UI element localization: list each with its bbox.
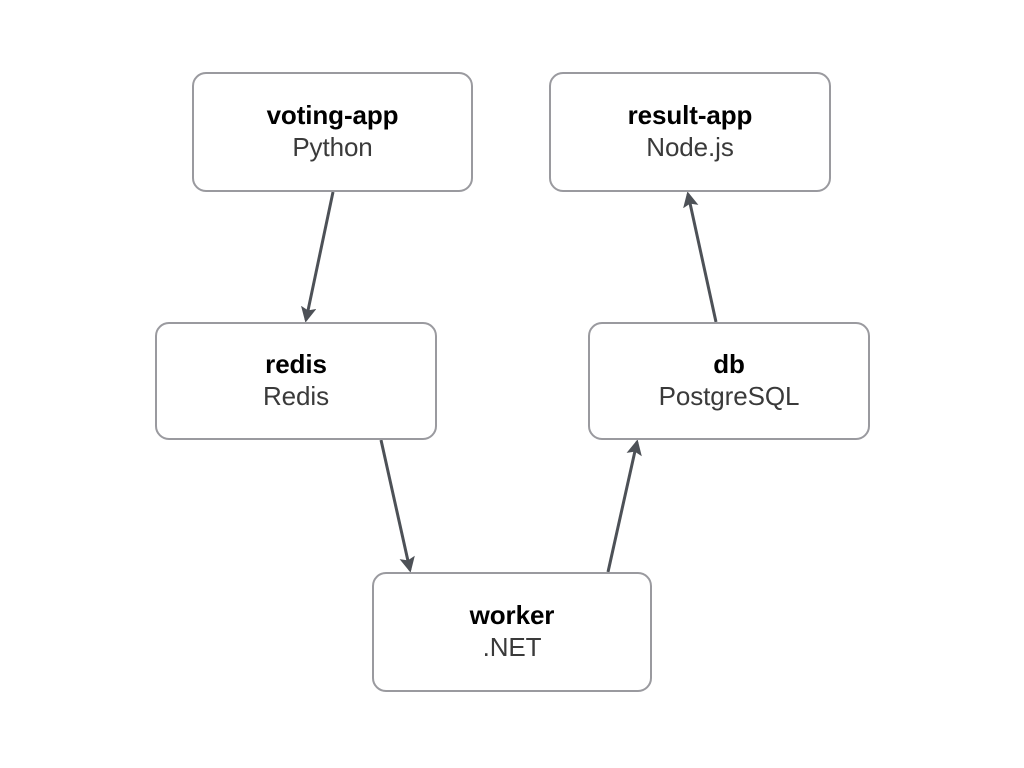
node-worker[interactable]: worker .NET bbox=[372, 572, 652, 692]
node-redis[interactable]: redis Redis bbox=[155, 322, 437, 440]
node-title: worker bbox=[469, 600, 555, 631]
node-subtitle: PostgreSQL bbox=[658, 381, 800, 411]
edge-db-to-result-app bbox=[683, 191, 718, 323]
node-subtitle: Python bbox=[292, 132, 373, 162]
edge-redis-to-worker bbox=[379, 439, 415, 573]
edge-worker-to-db bbox=[606, 439, 642, 573]
node-subtitle: Redis bbox=[263, 381, 329, 411]
node-subtitle: .NET bbox=[482, 632, 542, 662]
node-voting-app[interactable]: voting-app Python bbox=[192, 72, 473, 192]
node-title: voting-app bbox=[266, 100, 399, 131]
node-title: redis bbox=[265, 349, 327, 380]
node-title: result-app bbox=[627, 100, 753, 131]
node-result-app[interactable]: result-app Node.js bbox=[549, 72, 831, 192]
edge-voting-app-to-redis bbox=[301, 191, 335, 323]
node-subtitle: Node.js bbox=[646, 132, 734, 162]
node-db[interactable]: db PostgreSQL bbox=[588, 322, 870, 440]
node-title: db bbox=[713, 349, 745, 380]
